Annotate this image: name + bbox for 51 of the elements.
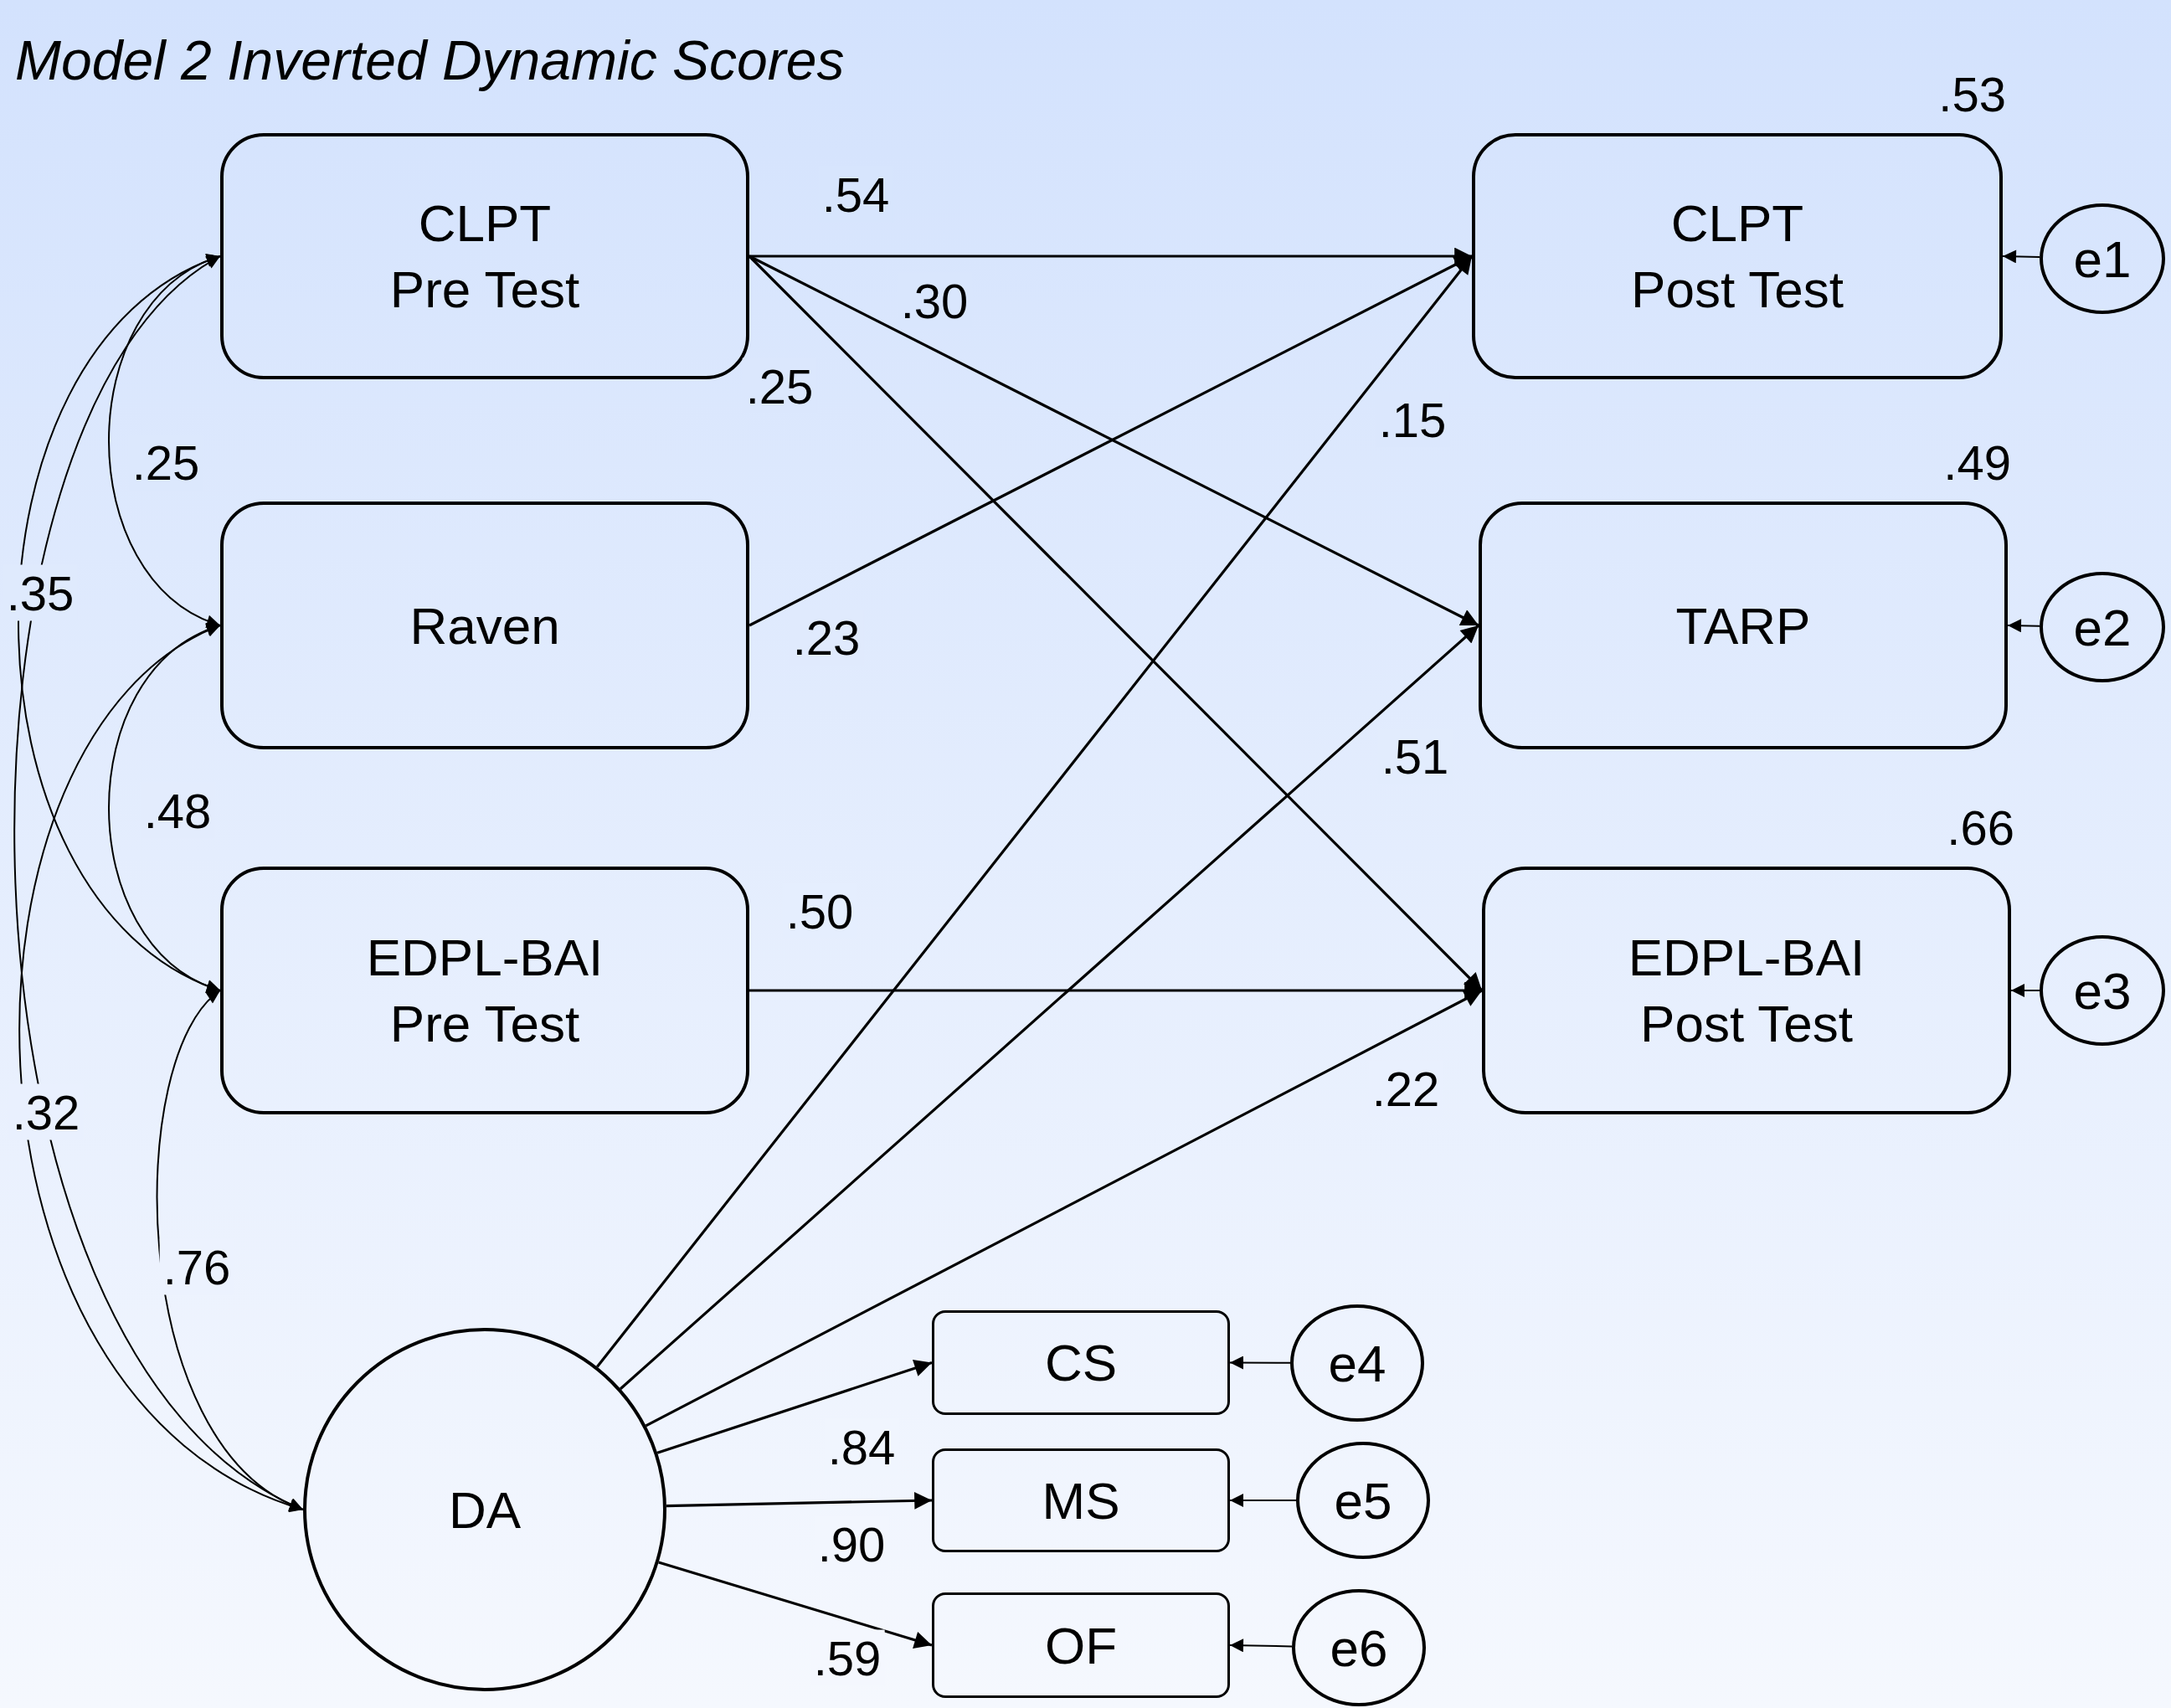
error-term-ellipse — [2040, 572, 2165, 682]
variable-label: e3 — [2073, 960, 2132, 1021]
variable-label: e1 — [2073, 229, 2132, 290]
variable-label: e4 — [1328, 1333, 1386, 1394]
variable-label: EDPL-BAI Post Test — [1627, 928, 1866, 1054]
variable-label: e5 — [1334, 1470, 1392, 1531]
path-arrow — [1229, 1356, 1291, 1370]
error-term-ellipse — [2040, 935, 2165, 1046]
path-arrow — [656, 1360, 933, 1454]
variable-label: EDPL-BAI Pre Test — [365, 928, 604, 1054]
latent-variable-circle — [303, 1328, 666, 1691]
r-squared-value: .66 — [1947, 800, 2014, 856]
indicator-box — [932, 1310, 1230, 1415]
variable-label: DA — [448, 1479, 522, 1541]
error-term-ellipse — [2040, 203, 2165, 314]
path-arrow — [2002, 250, 2041, 264]
path-arrow — [1229, 1639, 1293, 1653]
variable-box — [220, 867, 749, 1114]
variable-label: MS — [1042, 1470, 1120, 1531]
covariance-arrow — [108, 255, 221, 626]
variable-box — [220, 502, 749, 749]
error-term-ellipse — [1292, 1589, 1426, 1706]
path-arrow — [666, 1492, 933, 1510]
path-arrow — [1229, 1494, 1297, 1507]
covariance-arrow — [19, 625, 304, 1510]
variable-label: CLPT Pre Test — [388, 193, 581, 320]
path-arrow — [749, 981, 1482, 1000]
r-squared-value: .49 — [1943, 435, 2011, 491]
variable-label: CLPT Post Test — [1630, 193, 1844, 320]
indicator-box — [932, 1448, 1230, 1552]
indicator-box — [932, 1592, 1230, 1698]
variable-label: Raven — [409, 595, 560, 656]
path-arrow — [2010, 984, 2040, 997]
path-arrow — [658, 1561, 933, 1649]
covariance-arrow — [108, 625, 221, 991]
error-term-ellipse — [1290, 1304, 1424, 1422]
variable-box — [220, 133, 749, 379]
variable-label: CS — [1044, 1333, 1118, 1393]
variable-label: TARP — [1675, 595, 1811, 656]
error-term-ellipse — [1296, 1442, 1430, 1559]
diagram-title: Model 2 Inverted Dynamic Scores — [15, 28, 845, 92]
variable-label: e6 — [1330, 1618, 1388, 1679]
r-squared-value: .53 — [1938, 66, 2006, 122]
path-arrow — [620, 624, 1480, 1390]
path-arrow — [749, 247, 1472, 265]
path-arrow — [2007, 619, 2040, 633]
path-arrow — [596, 255, 1474, 1368]
covariance-arrow — [156, 990, 304, 1510]
variable-label: OF — [1044, 1615, 1118, 1676]
variable-label: e2 — [2073, 597, 2132, 658]
path-arrow — [645, 989, 1483, 1428]
